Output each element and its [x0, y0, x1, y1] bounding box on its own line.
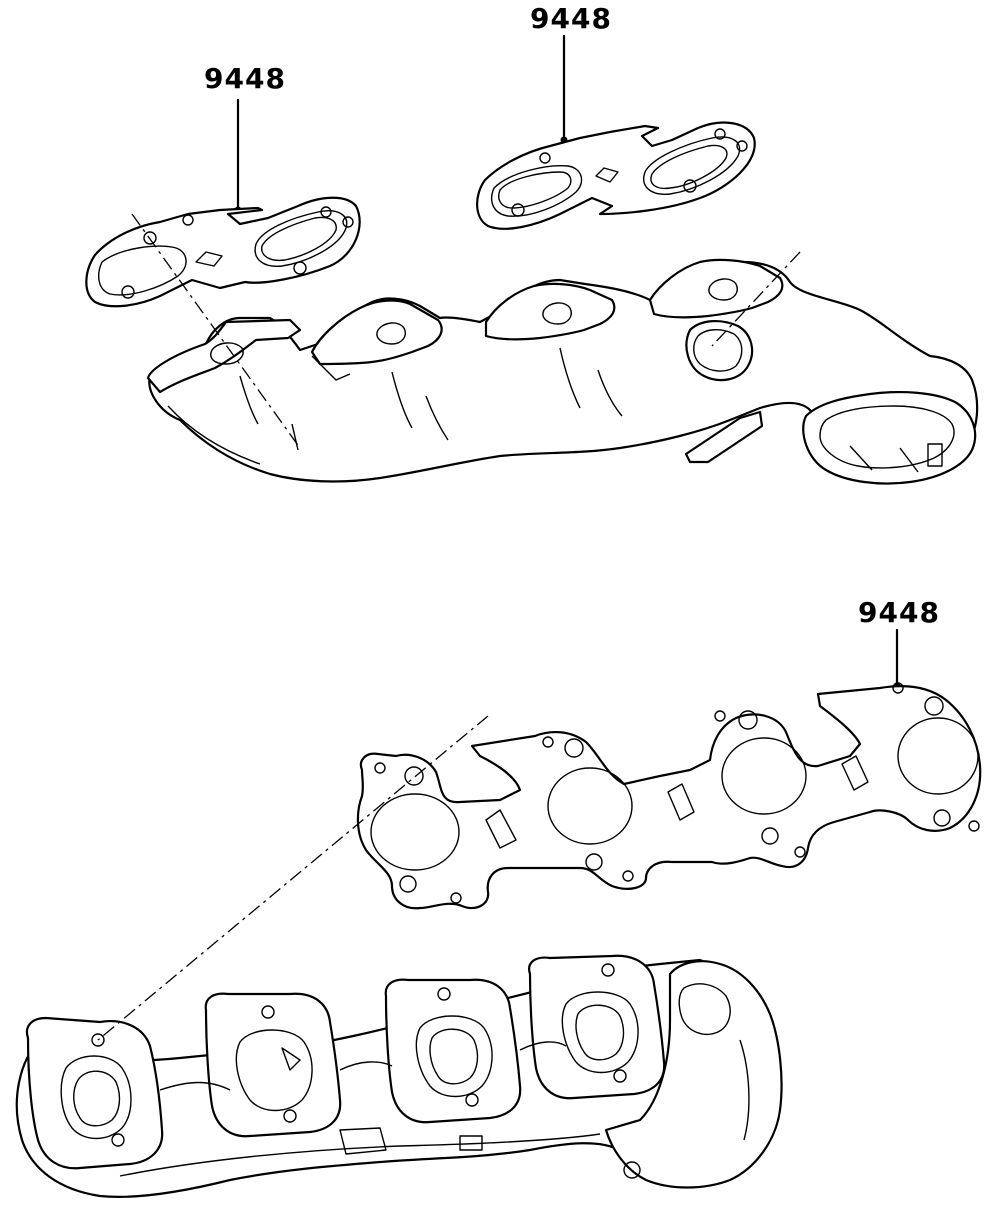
exhaust-manifold-upper [146, 258, 979, 485]
exhaust-manifold-gasket-upper-right [476, 121, 756, 230]
callout-label-left-gasket: 9448 [204, 62, 286, 95]
callout-label-lower-gasket: 9448 [858, 596, 940, 629]
leader-line-right-gasket [560, 34, 568, 144]
exhaust-manifold-gasket-upper-left [85, 196, 361, 308]
alignment-lines [97, 213, 801, 1041]
leader-line-left-gasket [234, 98, 242, 214]
exhaust-manifold-lower [15, 954, 783, 1198]
callout-label-right-gasket: 9448 [530, 2, 612, 35]
leader-line-lower-gasket [893, 628, 901, 690]
exhaust-manifold-gasket-lower [356, 682, 982, 910]
